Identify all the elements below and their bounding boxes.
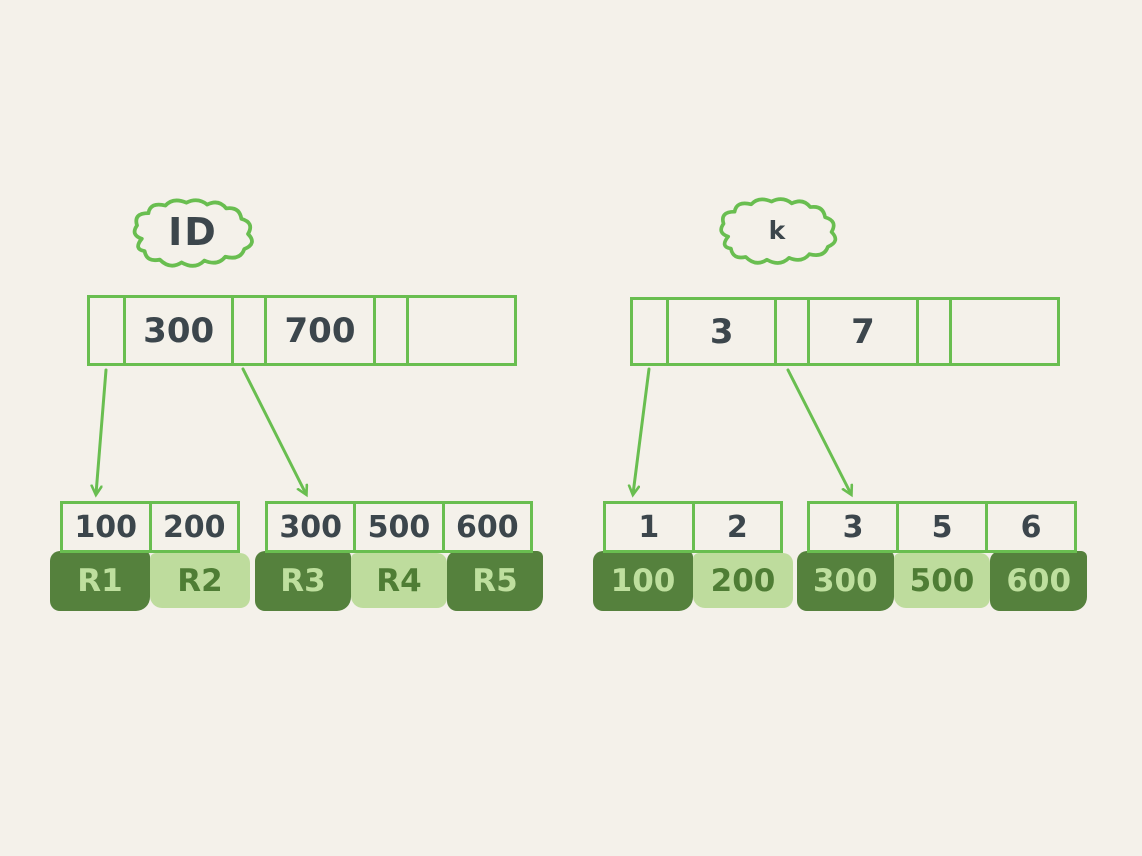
leaf-node: 100 200 R1 R2 xyxy=(50,501,250,611)
root-key-cell: 700 xyxy=(264,298,372,363)
index-id-cloud: ID xyxy=(125,197,261,271)
leaf-key-cell: 200 xyxy=(148,504,238,550)
record-cell: R5 xyxy=(447,551,543,611)
index-id-label: ID xyxy=(168,210,218,254)
leaf-key-cell: 100 xyxy=(74,509,138,545)
arrow-k-root-to-leaf2 xyxy=(786,368,851,494)
leaf-key-cell: 6 xyxy=(985,504,1074,550)
leaf-key-cell: 5 xyxy=(896,504,985,550)
record-cell: 500 xyxy=(893,553,991,608)
root-key-cell xyxy=(405,298,514,363)
leaf-key-cell: 3 xyxy=(842,509,864,545)
root-pointer-cell xyxy=(372,298,406,363)
cloud-outline-icon xyxy=(132,198,254,268)
record-cell: R3 xyxy=(255,551,351,611)
leaf-key-cell: 2 xyxy=(691,504,781,550)
arrow-id-root-to-leaf2 xyxy=(241,367,306,494)
record-cell: R1 xyxy=(50,551,150,611)
root-pointer-cell xyxy=(231,298,264,363)
leaf-records-row: R1 R2 xyxy=(50,551,250,611)
leaf-key-cell: 500 xyxy=(353,504,441,550)
index-k-label: k xyxy=(768,215,788,245)
index-k-cloud: k xyxy=(708,196,848,268)
cloud-outline-icon xyxy=(719,197,838,265)
leaf-keys-row: 100 200 xyxy=(60,501,240,553)
root-pointer-cell xyxy=(633,300,666,363)
root-key-cell: 7 xyxy=(807,300,915,363)
leaf-records-row: 300 500 600 xyxy=(797,551,1088,611)
leaf-records-row: R3 R4 R5 xyxy=(255,551,543,611)
root-key-cell: 300 xyxy=(123,298,231,363)
record-cell: 600 xyxy=(990,551,1088,611)
root-pointer-cell xyxy=(774,300,807,363)
index-id-root-node: 300 700 xyxy=(87,295,517,366)
index-k-root-node: 3 7 xyxy=(630,297,1060,366)
root-pointer-cell xyxy=(90,298,123,363)
record-cell: R4 xyxy=(351,553,447,608)
leaf-keys-row: 3 5 6 xyxy=(807,501,1077,553)
arrow-k-root-to-leaf1 xyxy=(633,367,651,494)
leaf-records-row: 100 200 xyxy=(593,551,793,611)
root-pointer-cell xyxy=(915,300,949,363)
record-cell: R2 xyxy=(150,553,250,608)
leaf-key-cell: 300 xyxy=(279,509,342,545)
leaf-keys-row: 1 2 xyxy=(603,501,783,553)
record-cell: 200 xyxy=(693,553,793,608)
leaf-key-cell: 600 xyxy=(441,504,530,550)
root-key-cell: 3 xyxy=(666,300,774,363)
record-cell: 300 xyxy=(797,551,894,611)
leaf-node: 3 5 6 300 500 600 xyxy=(797,501,1088,611)
leaf-key-cell: 1 xyxy=(638,509,660,545)
arrow-id-root-to-leaf1 xyxy=(96,368,108,494)
root-key-cell xyxy=(948,300,1057,363)
leaf-keys-row: 300 500 600 xyxy=(265,501,533,553)
record-cell: 100 xyxy=(593,551,693,611)
leaf-node: 300 500 600 R3 R4 R5 xyxy=(255,501,543,611)
leaf-node: 1 2 100 200 xyxy=(593,501,793,611)
